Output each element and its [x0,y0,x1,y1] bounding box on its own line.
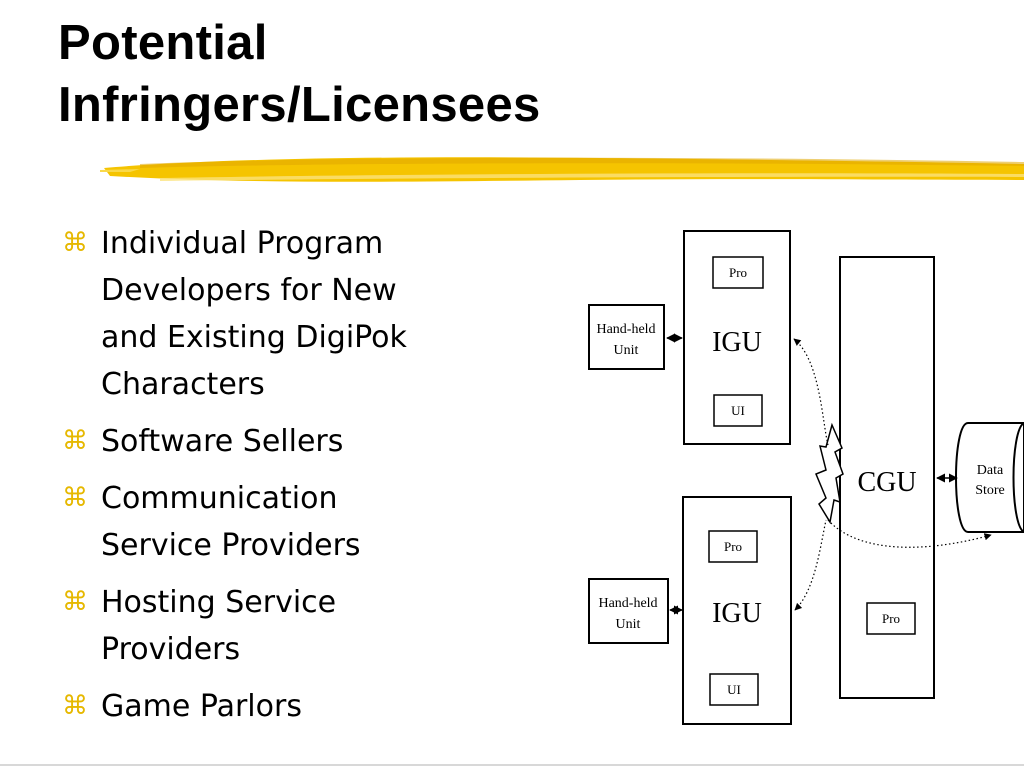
bottom-divider [0,764,1024,766]
command-key-bullet-icon: ⌘ [62,228,88,258]
bullet-line: Communication [101,481,338,516]
wireless-link-igu-top [793,338,829,446]
bullet-line: Service Providers [101,528,361,563]
bullet-line: and Existing DigiPok [101,320,407,355]
igu-bottom-ui-box: UI [709,673,759,706]
bullet-line: Developers for New [101,273,397,308]
handheld-top-line1: Hand-held [596,322,655,337]
igu-bottom: Pro IGU UI [682,496,792,725]
command-key-bullet-icon: ⌘ [62,426,88,456]
igu-top-ui-box: UI [713,394,763,427]
igu-bottom-pro-box: Pro [708,530,758,563]
igu-bottom-pro-label: Pro [724,539,742,554]
handheld-bottom: Hand-held Unit [588,578,669,644]
command-key-bullet-icon: ⌘ [62,587,88,617]
cgu-pro-box: Pro [866,602,916,635]
bullet-item: ⌘ Hosting Service Providers [62,579,482,673]
bullet-item: ⌘ Communication Service Providers [62,475,482,569]
command-key-bullet-icon: ⌘ [62,483,88,513]
wireless-link-data-store [827,519,992,548]
bullet-line: Game Parlors [101,689,302,724]
brush-stroke-underline [100,157,1024,182]
igu-top-label: IGU [712,327,762,358]
command-key-bullet-icon: ⌘ [62,691,88,721]
igu-top-pro-label: Pro [729,265,747,280]
igu-bottom-label: IGU [712,598,762,629]
data-store: Data Store [955,422,1024,533]
data-store-line2: Store [975,483,1005,498]
igu-top-ui-label: UI [731,403,745,418]
igu-top-pro-box: Pro [712,256,764,289]
wireless-lightning-icon [815,422,844,525]
bullet-item: ⌘ Software Sellers [62,418,482,465]
bullet-line: Hosting Service [101,585,337,620]
bullet-line: Software Sellers [101,424,344,459]
handheld-bottom-line2: Unit [616,617,641,632]
bullet-line: Characters [101,367,265,402]
cgu: CGU Pro [839,256,935,699]
title-line-1: Potential [58,16,268,70]
bullet-line: Providers [101,632,241,667]
bullet-list: ⌘ Individual Program Developers for New … [62,220,482,740]
cgu-pro-label: Pro [882,611,900,626]
bullet-item: ⌘ Game Parlors [62,683,482,730]
bullet-line: Individual Program [101,226,384,261]
igu-bottom-ui-label: UI [727,682,741,697]
data-store-line1: Data [977,463,1004,478]
wireless-link-igu-bottom [794,519,827,611]
slide-title: Potential Infringers/Licensees [58,12,541,136]
cgu-label: CGU [857,467,916,498]
bullet-item: ⌘ Individual Program Developers for New … [62,220,482,408]
igu-top: Pro IGU UI [683,230,791,445]
title-line-2: Infringers/Licensees [58,78,541,132]
handheld-top: Hand-held Unit [588,304,665,370]
handheld-bottom-line1: Hand-held [598,596,657,611]
handheld-top-line2: Unit [614,343,639,358]
